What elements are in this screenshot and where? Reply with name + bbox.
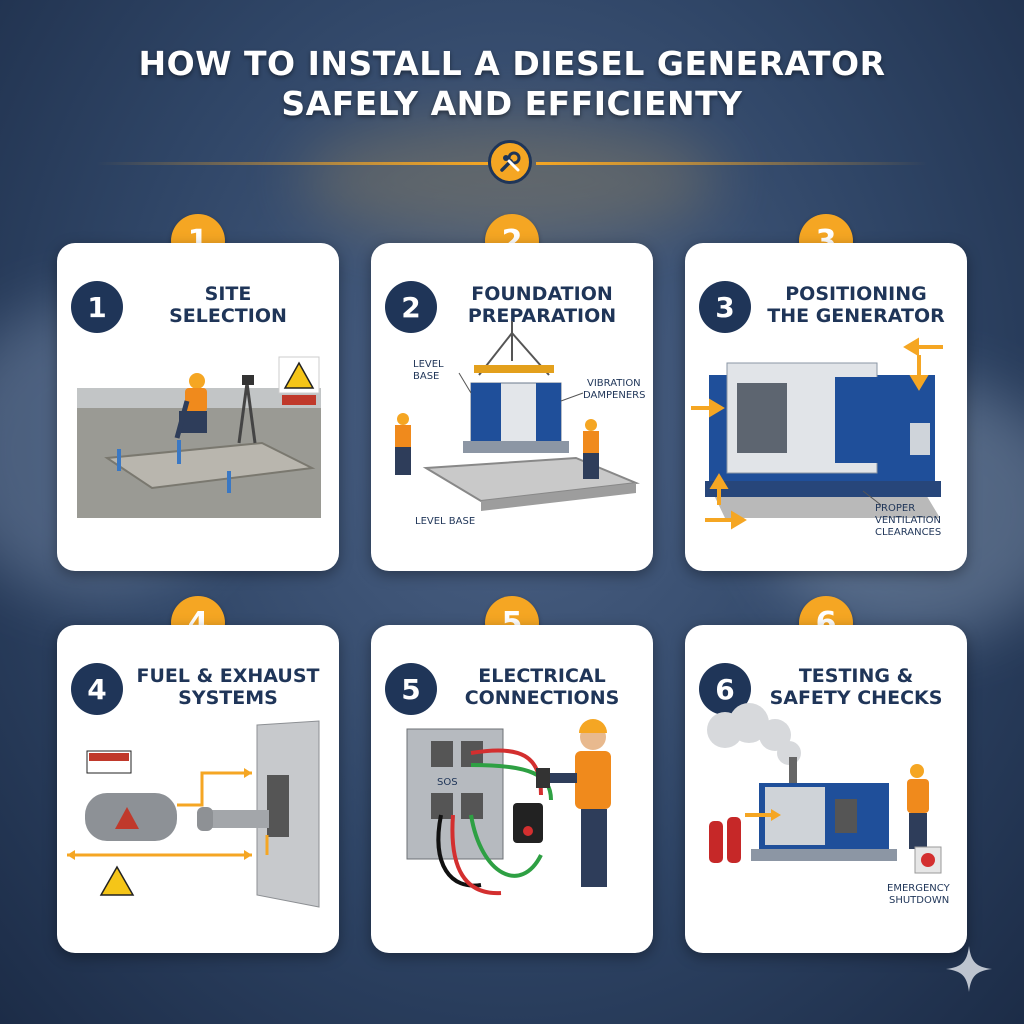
page-title: HOW TO INSTALL A DIESEL GENERATOR SAFELY… [0,44,1024,124]
step-card-5: 5 ELECTRICAL CONNECTIONS SOS [371,625,653,953]
step-number-5: 5 [385,663,437,715]
step-title-line: SYSTEMS [178,687,278,709]
fuel-exhaust-illustration [67,720,320,908]
warning-sign-icon [99,865,135,896]
step-title-1: SITE SELECTION [123,283,333,327]
sparkle-icon [946,946,992,992]
worker-icon [536,719,611,887]
step-number-2: 2 [385,281,437,333]
generator-icon [463,382,569,453]
fuel-tank-icon [85,793,177,841]
label-clearances: CLEARANCES [875,527,941,538]
label-emergency: EMERGENCY [887,883,951,894]
label-proper: PROPER [875,503,915,514]
smoke-icon [707,703,801,765]
step-title-5: ELECTRICAL CONNECTIONS [437,665,647,709]
exhaust-pipe-icon [197,807,269,831]
step-title-3: POSITIONING THE GENERATOR [751,283,961,327]
label-dampeners: DAMPENERS [583,390,645,401]
title-line-1: HOW TO INSTALL A DIESEL GENERATOR [138,44,886,83]
step-title-line: FOUNDATION [471,283,613,305]
electrical-panel-icon: SOS [406,728,504,860]
step-title-line: SITE [204,283,252,305]
crane-hook-icon [474,321,554,376]
worker-icon [583,419,599,479]
step-title-line: SELECTION [169,305,287,327]
positioning-illustration: PROPER VENTILATION CLEARANCES [691,337,943,538]
step-title-line: CONNECTIONS [464,687,620,709]
title-divider-right [536,162,928,165]
title-line-2: SAFELY AND EFFICIENTY [281,84,743,123]
step-card-1: 1 SITE SELECTION [57,243,339,571]
warning-sign-icon [278,356,320,405]
electrical-illustration: SOS [406,719,611,896]
step-title-line: TESTING & [798,665,914,687]
label-ventilation: VENTILATION [875,515,941,526]
step-title-line: THE GENERATOR [767,305,945,327]
danger-sign-icon [86,750,132,774]
label-base: BASE [413,371,439,382]
title-divider-left [96,162,488,165]
step-title-line: SAFETY CHECKS [769,687,943,709]
step-title-line: POSITIONING [785,283,927,305]
worker-icon [395,413,411,475]
generator-icon [751,783,897,861]
step-title-line: PREPARATION [467,305,617,327]
step-number-4: 4 [71,663,123,715]
step-number-3: 3 [699,281,751,333]
worker-icon [907,764,929,849]
step-card-3: 3 POSITIONING THE GENERATOR PROPER [685,243,967,571]
label-shutdown: SHUTDOWN [889,895,949,906]
emergency-button-icon [914,846,942,874]
step-title-line: FUEL & EXHAUST [136,665,320,687]
step-card-2: 2 FOUNDATION PREPARATION [371,243,653,571]
generator-icon [705,362,941,497]
label-level: LEVEL [413,359,444,370]
step-card-4: 4 FUEL & EXHAUST SYSTEMS [57,625,339,953]
fire-extinguisher-icon [709,817,741,863]
site-selection-illustration [77,356,321,518]
worker-icon [174,373,207,439]
step-title-6: TESTING & SAFETY CHECKS [751,665,961,709]
testing-illustration: EMERGENCY SHUTDOWN [707,703,951,906]
label-vibration: VIBRATION [587,378,641,389]
step-title-2: FOUNDATION PREPARATION [437,283,647,327]
foundation-illustration: LEVEL BASE VIBRATION DAMPENERS LEVEL BAS… [395,321,645,527]
label-level-base: LEVEL BASE [415,516,475,527]
step-title-line: ELECTRICAL [478,665,606,687]
step-title-4: FUEL & EXHAUST SYSTEMS [123,665,333,709]
meter-icon [513,803,543,843]
step-number-1: 1 [71,281,123,333]
label-sos: SOS [437,777,458,788]
survey-tripod-icon [237,375,257,444]
step-card-6: 6 TESTING & SAFETY CHECKS [685,625,967,953]
wrench-icon [488,140,532,184]
airflow-arrow-icon [691,337,943,530]
